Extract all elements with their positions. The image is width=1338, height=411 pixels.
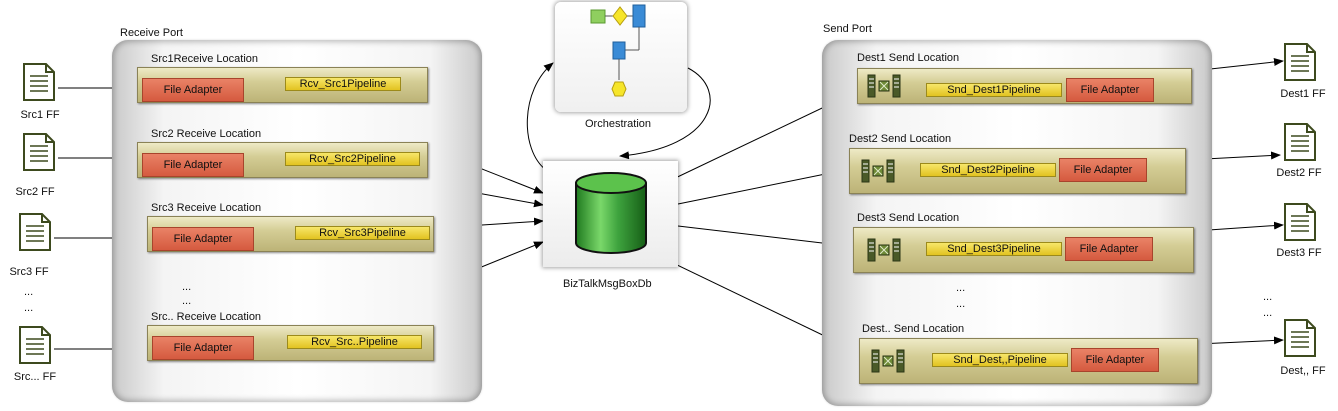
send-location-4-title: Dest.. Send Location: [862, 323, 965, 335]
source-ellipsis-2: ...: [24, 302, 34, 314]
document-icon: [1284, 203, 1316, 241]
send-location-1-title: Dest1 Send Location: [857, 52, 960, 64]
send-location-2-title: Dest2 Send Location: [849, 133, 952, 145]
document-icon: [23, 133, 55, 171]
dest-label-4: Dest,, FF: [1280, 365, 1326, 377]
pipeline-rcv-3[interactable]: Rcv_Src3Pipeline: [295, 226, 430, 240]
receive-location-4[interactable]: File Adapter Rcv_Src..Pipeline: [147, 325, 434, 361]
file-adapter-rcv-2[interactable]: File Adapter: [142, 153, 244, 177]
arrow-msgbox-to-snd2: [677, 166, 851, 205]
pipeline-rcv-1[interactable]: Rcv_Src1Pipeline: [285, 77, 401, 91]
receive-ellipsis-1: ...: [182, 281, 192, 293]
arrow-orchestration-to-msgbox: [619, 67, 711, 160]
receive-ellipsis-2: ...: [182, 295, 192, 307]
send-pipeline-icon: [861, 159, 895, 183]
pipeline-snd-2[interactable]: Snd_Dest2Pipeline: [920, 163, 1056, 177]
receive-location-3-title: Src3 Receive Location: [151, 202, 262, 214]
dest-ellipsis-1: ...: [1263, 291, 1273, 303]
source-label-4: Src... FF: [13, 371, 57, 383]
receive-location-4-title: Src.. Receive Location: [151, 311, 262, 323]
send-pipeline-icon: [867, 74, 901, 98]
document-icon: [1284, 319, 1316, 357]
pipeline-rcv-2[interactable]: Rcv_Src2Pipeline: [285, 152, 420, 166]
document-icon: [1284, 123, 1316, 161]
source-label-2: Src2 FF: [15, 186, 55, 198]
source-label-3: Src3 FF: [9, 266, 49, 278]
source-label-1: Src1 FF: [20, 109, 60, 121]
orchestration-box[interactable]: [555, 2, 687, 112]
receive-location-2-title: Src2 Receive Location: [151, 128, 262, 140]
file-adapter-snd-3[interactable]: File Adapter: [1065, 237, 1153, 261]
file-adapter-snd-4[interactable]: File Adapter: [1071, 348, 1159, 372]
receive-location-2[interactable]: File Adapter Rcv_Src2Pipeline: [137, 142, 428, 178]
receive-location-1-title: Src1Receive Location: [151, 53, 259, 65]
send-location-1[interactable]: Snd_Dest1Pipeline File Adapter: [857, 68, 1192, 104]
document-icon: [1284, 43, 1316, 81]
file-adapter-rcv-3[interactable]: File Adapter: [152, 227, 254, 251]
send-ellipsis-1: ...: [956, 282, 966, 294]
pipeline-rcv-4[interactable]: Rcv_Src..Pipeline: [287, 335, 422, 349]
orchestration-label: Orchestration: [585, 118, 652, 130]
arrow-snd4-to-dest: [1197, 336, 1284, 345]
send-port-title: Send Port: [823, 23, 872, 35]
pipeline-snd-1[interactable]: Snd_Dest1Pipeline: [926, 83, 1062, 97]
file-adapter-snd-1[interactable]: File Adapter: [1066, 78, 1154, 102]
orchestration-icon: [590, 4, 646, 97]
send-location-2[interactable]: Snd_Dest2Pipeline File Adapter: [849, 148, 1186, 194]
dest-ellipsis-2: ...: [1263, 307, 1273, 319]
send-pipeline-icon: [867, 238, 901, 262]
receive-location-1[interactable]: File Adapter Rcv_Src1Pipeline: [137, 67, 428, 103]
source-ellipsis-1: ...: [24, 286, 34, 298]
document-icon: [23, 63, 55, 101]
dest-label-3: Dest3 FF: [1276, 247, 1322, 259]
pipeline-snd-4[interactable]: Snd_Dest,,Pipeline: [932, 353, 1068, 367]
file-adapter-rcv-4[interactable]: File Adapter: [152, 336, 254, 360]
receive-port-title: Receive Port: [120, 27, 183, 39]
receive-location-3[interactable]: File Adapter Rcv_Src3Pipeline: [147, 216, 434, 252]
send-location-3-title: Dest3 Send Location: [857, 212, 960, 224]
file-adapter-rcv-1[interactable]: File Adapter: [142, 78, 244, 102]
dest-label-1: Dest1 FF: [1280, 88, 1326, 100]
document-icon: [19, 326, 51, 364]
document-icon: [19, 213, 51, 251]
database-icon: [575, 172, 647, 254]
send-location-4[interactable]: Snd_Dest,,Pipeline File Adapter: [859, 338, 1198, 384]
pipeline-snd-3[interactable]: Snd_Dest3Pipeline: [926, 242, 1062, 256]
send-ellipsis-2: ...: [956, 298, 966, 310]
send-location-3[interactable]: Snd_Dest3Pipeline File Adapter: [853, 227, 1194, 273]
file-adapter-snd-2[interactable]: File Adapter: [1059, 158, 1147, 182]
send-pipeline-icon: [871, 349, 905, 373]
arrow-msgbox-to-orchestration: [526, 62, 554, 171]
msgbox-label: BizTalkMsgBoxDb: [563, 278, 652, 290]
dest-label-2: Dest2 FF: [1276, 167, 1322, 179]
msgbox-box[interactable]: [543, 161, 678, 267]
